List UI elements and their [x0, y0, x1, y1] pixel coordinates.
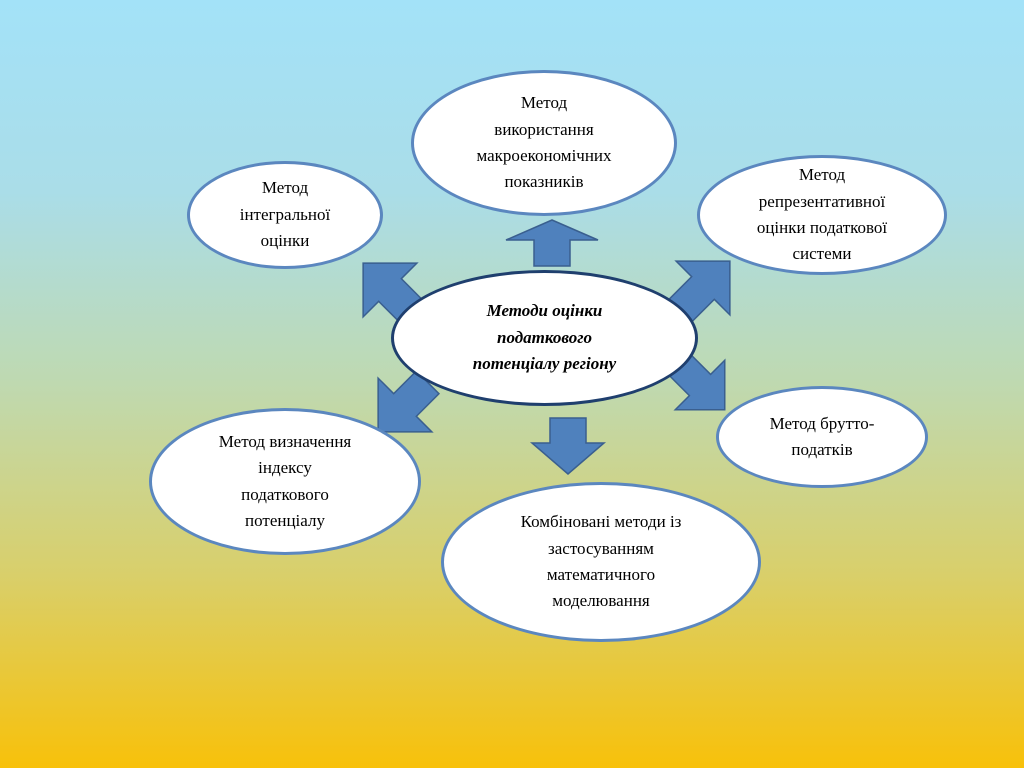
node-gross-taxes-method: Метод брутто- податків	[716, 386, 928, 488]
arrow-up-right-icon	[667, 260, 731, 324]
node-center-tax-potential-methods: Методи оцінки податкового потенціалу рег…	[391, 270, 698, 406]
node-label: Метод репрезентативної оцінки податкової…	[756, 165, 888, 264]
node-combined-methods: Комбіновані методи із застосуванням мате…	[441, 482, 761, 642]
arrow-down-icon	[529, 417, 607, 475]
node-label: Метод використання макроекономічних пока…	[476, 93, 612, 192]
node-tax-potential-index-method: Метод визначення індексу податкового пот…	[149, 408, 421, 555]
node-label: Метод визначення індексу податкового пот…	[218, 431, 352, 530]
node-label: Метод інтегральної оцінки	[239, 178, 331, 251]
node-label: Комбіновані методи із застосуванням мате…	[520, 512, 682, 611]
arrow-down-right-icon	[668, 353, 726, 411]
node-integral-method: Метод інтегральної оцінки	[187, 161, 383, 269]
arrow-down-left-icon	[377, 369, 441, 433]
arrow-up-icon	[505, 219, 599, 267]
node-macro-indicators-method: Метод використання макроекономічних пока…	[411, 70, 677, 216]
node-representative-method: Метод репрезентативної оцінки податкової…	[697, 155, 947, 275]
node-label: Метод брутто- податків	[769, 413, 875, 459]
center-label: Методи оцінки податкового потенціалу рег…	[472, 301, 617, 374]
